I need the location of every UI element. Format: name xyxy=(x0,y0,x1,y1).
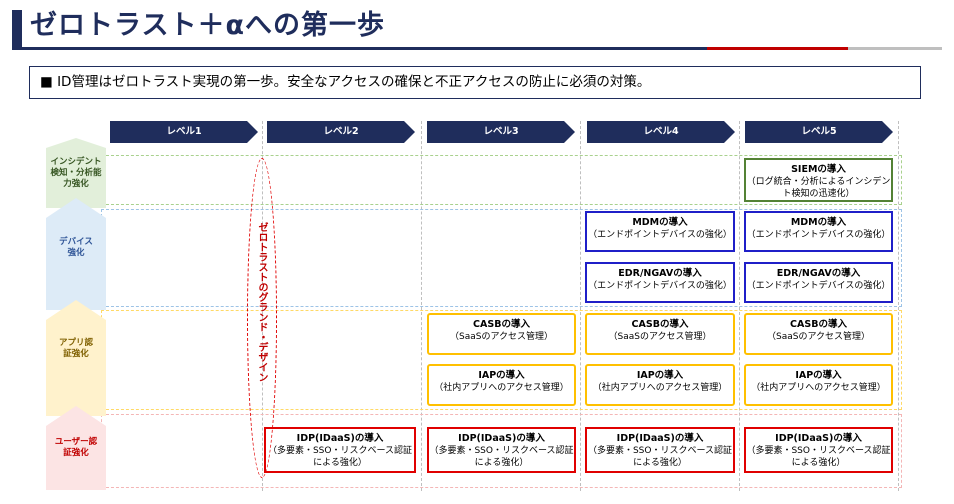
iap-card-level-5: IAPの導入 （社内アプリへのアクセス管理） xyxy=(744,364,893,406)
edr-card-level-5: EDR/NGAVの導入 （エンドポイントデバイスの強化） xyxy=(744,262,893,303)
chevron-arrow-icon xyxy=(427,121,575,143)
level-label: レベル1 xyxy=(166,126,202,137)
card-title: CASBの導入 xyxy=(790,319,847,330)
idp-card-level-3: IDP(IDaaS)の導入 （多要素・SSO・リスクベース認証による強化） xyxy=(427,427,576,473)
level-label: レベル4 xyxy=(643,126,679,137)
idp-card-level-2: IDP(IDaaS)の導入 （多要素・SSO・リスクベース認証による強化） xyxy=(264,427,416,473)
level-4-chevron: レベル4 xyxy=(587,121,735,143)
category-arrow-incident xyxy=(46,138,106,208)
category-label-incident: インシデント検知・分析能力強化 xyxy=(50,157,102,189)
card-subtitle: （多要素・SSO・リスクベース認証による強化） xyxy=(587,446,733,468)
chevron-arrow-icon xyxy=(587,121,735,143)
siem-card: SIEMの導入 （ログ統合・分析によるインシデント検知の迅速化） xyxy=(744,158,893,202)
category-arrow-user xyxy=(46,406,106,490)
card-subtitle: （社内アプリへのアクセス管理） xyxy=(592,383,728,393)
title-underline-red xyxy=(707,47,848,50)
card-title: CASBの導入 xyxy=(631,319,689,330)
card-subtitle: （社内アプリへのアクセス管理） xyxy=(434,383,569,393)
grand-design-note: ゼロトラストのグランド・デザイン xyxy=(256,222,267,382)
card-title: IDP(IDaaS)の導入 xyxy=(458,433,545,444)
category-label-device: デバイス強化 xyxy=(59,237,93,258)
iap-card-level-4: IAPの導入 （社内アプリへのアクセス管理） xyxy=(585,364,735,406)
card-subtitle: （エンドポイントデバイスの強化） xyxy=(746,281,891,291)
card-subtitle: （多要素・SSO・リスクベース認証による強化） xyxy=(746,446,891,468)
grand-design-oval xyxy=(247,158,277,478)
card-subtitle: （多要素・SSO・リスクベース認証による強化） xyxy=(267,446,413,468)
category-arrow-app xyxy=(46,300,106,416)
card-subtitle: （社内アプリへのアクセス管理） xyxy=(751,383,886,393)
level-2-chevron: レベル2 xyxy=(267,121,415,143)
summary-bullet-icon: ■ xyxy=(40,74,53,90)
casb-card-level-4: CASBの導入 （SaaSのアクセス管理） xyxy=(585,313,735,355)
title-accent-bar xyxy=(12,10,22,47)
idp-card-level-5: IDP(IDaaS)の導入 （多要素・SSO・リスクベース認証による強化） xyxy=(744,427,893,473)
edr-card-level-4: EDR/NGAVの導入 （エンドポイントデバイスの強化） xyxy=(585,262,735,303)
level-label: レベル3 xyxy=(483,126,519,137)
card-subtitle: （多要素・SSO・リスクベース認証による強化） xyxy=(429,446,574,468)
card-title: IDP(IDaaS)の導入 xyxy=(296,433,384,444)
mdm-card-level-5: MDMの導入 （エンドポイントデバイスの強化） xyxy=(744,211,893,252)
page-title: ゼロトラスト＋αへの第一歩 xyxy=(30,10,386,41)
card-subtitle: （SaaSのアクセス管理） xyxy=(608,332,712,342)
casb-card-level-3: CASBの導入 （SaaSのアクセス管理） xyxy=(427,313,576,355)
card-subtitle: （エンドポイントデバイスの強化） xyxy=(588,281,732,291)
chevron-arrow-icon xyxy=(745,121,893,143)
card-title: EDR/NGAVの導入 xyxy=(618,268,702,279)
card-title: IDP(IDaaS)の導入 xyxy=(775,433,862,444)
card-title: IAPの導入 xyxy=(636,370,684,381)
level-1-chevron: レベル1 xyxy=(110,121,258,143)
summary-text: ID管理はゼロトラスト実現の第一歩。安全なアクセスの確保と不正アクセスの防止に必… xyxy=(57,74,651,90)
card-title: MDMの導入 xyxy=(790,217,847,228)
card-title: CASBの導入 xyxy=(473,319,530,330)
level-label: レベル2 xyxy=(323,126,359,137)
card-subtitle: （エンドポイントデバイスの強化） xyxy=(588,230,732,240)
card-title: IAPの導入 xyxy=(478,370,525,381)
iap-card-level-3: IAPの導入 （社内アプリへのアクセス管理） xyxy=(427,364,576,406)
title-underline-navy xyxy=(12,47,707,50)
card-subtitle: （SaaSのアクセス管理） xyxy=(766,332,870,342)
card-title: SIEMの導入 xyxy=(791,164,846,175)
mdm-card-level-4: MDMの導入 （エンドポイントデバイスの強化） xyxy=(585,211,735,252)
card-title: MDMの導入 xyxy=(632,217,688,228)
card-subtitle: （SaaSのアクセス管理） xyxy=(449,332,553,342)
idp-card-level-4: IDP(IDaaS)の導入 （多要素・SSO・リスクベース認証による強化） xyxy=(585,427,735,473)
card-title: EDR/NGAVの導入 xyxy=(776,268,861,279)
category-label-app: アプリ認証強化 xyxy=(58,338,93,359)
summary-box: ■ ID管理はゼロトラスト実現の第一歩。安全なアクセスの確保と不正アクセスの防止… xyxy=(29,66,921,99)
card-subtitle: （ログ統合・分析によるインシデント検知の迅速化） xyxy=(746,177,891,199)
category-label-user: ユーザー認証強化 xyxy=(54,437,98,458)
level-3-chevron: レベル3 xyxy=(427,121,575,143)
chevron-arrow-icon xyxy=(267,121,415,143)
chevron-arrow-icon xyxy=(110,121,258,143)
card-title: IDP(IDaaS)の導入 xyxy=(616,433,704,444)
category-arrow-stack xyxy=(46,138,106,490)
card-subtitle: （エンドポイントデバイスの強化） xyxy=(746,230,891,240)
casb-card-level-5: CASBの導入 （SaaSのアクセス管理） xyxy=(744,313,893,355)
category-arrow-device xyxy=(46,198,106,310)
level-5-chevron: レベル5 xyxy=(745,121,893,143)
level-label: レベル5 xyxy=(801,126,837,137)
card-title: IAPの導入 xyxy=(795,370,842,381)
